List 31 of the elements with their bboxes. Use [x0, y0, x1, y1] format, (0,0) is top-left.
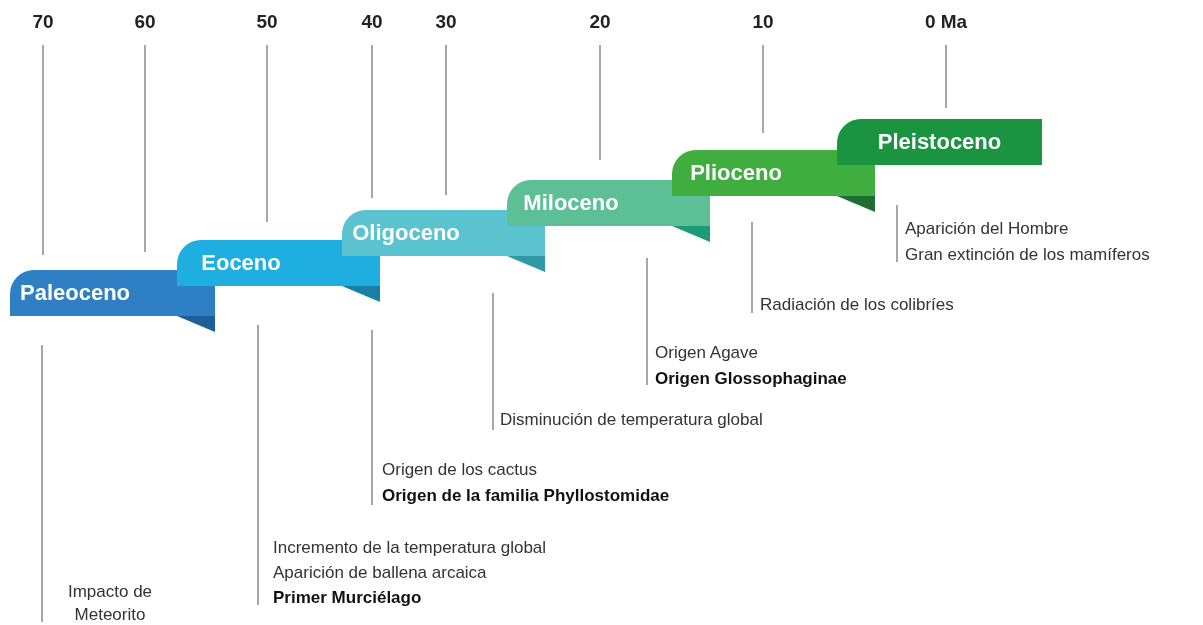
event-text: Origen Agave [655, 343, 758, 363]
epoch-ribbon [507, 180, 710, 242]
epoch-name: Paleoceno [18, 280, 131, 306]
epoch-ribbon [342, 210, 545, 272]
epoch-name: Miloceno [522, 190, 620, 216]
time-scale-label: 40 [360, 12, 384, 32]
event-text: Aparición de ballena arcaica [273, 563, 487, 583]
time-scale-label: 70 [31, 12, 55, 32]
time-scale-label: 20 [588, 12, 612, 32]
epoch-name: Oligoceno [351, 220, 461, 246]
epoch-name: Pleistoceno [876, 129, 1003, 155]
epoch-name: Plioceno [689, 160, 783, 186]
event-text: Primer Murciélago [273, 588, 422, 608]
event-text: Impacto de Meteorito [66, 581, 154, 625]
time-scale-label: 60 [133, 12, 157, 32]
event-text: Origen Glossophaginae [655, 369, 847, 389]
time-scale-label: 0 Ma [923, 12, 969, 32]
time-scale-label: 10 [751, 12, 775, 32]
epoch-ribbon [672, 150, 875, 212]
event-text: Aparición del Hombre [905, 219, 1069, 239]
event-text: Gran extinción de los mamíferos [905, 245, 1150, 265]
epoch-name: Eoceno [200, 250, 282, 276]
time-scale-label: 30 [434, 12, 458, 32]
event-text: Incremento de la temperatura global [273, 538, 547, 558]
epoch-ribbon [837, 119, 1042, 165]
event-text: Disminución de temperatura global [500, 410, 763, 430]
event-text: Radiación de los colibríes [760, 295, 954, 315]
event-text: Origen de la familia Phyllostomidae [382, 486, 670, 506]
event-text: Origen de los cactus [382, 460, 537, 480]
time-scale-label: 50 [255, 12, 279, 32]
epoch-ribbon [10, 270, 215, 332]
